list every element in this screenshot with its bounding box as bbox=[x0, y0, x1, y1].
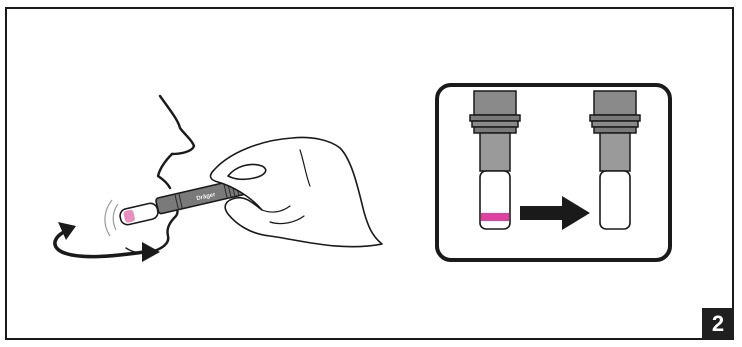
step-number-badge: 2 bbox=[702, 308, 734, 340]
indicator-before-band bbox=[481, 213, 509, 221]
mouth-shading bbox=[105, 200, 118, 236]
indicator-after-band bbox=[601, 213, 629, 221]
face-profile bbox=[126, 96, 194, 253]
